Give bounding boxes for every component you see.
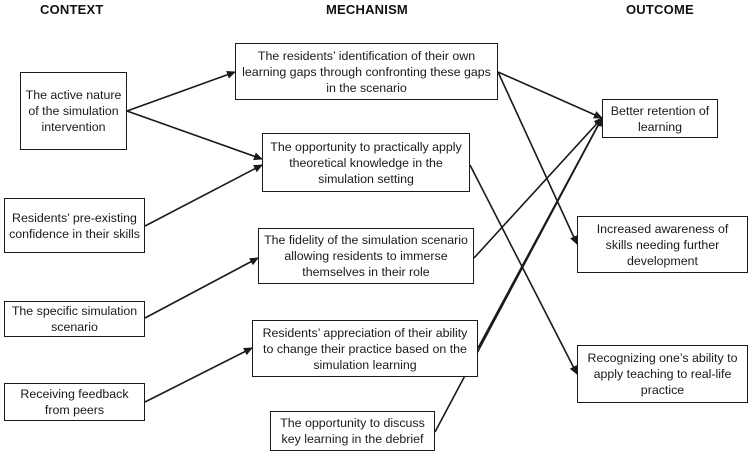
context-box-active-nature: The active nature of the simulation inte… [20,72,127,150]
mechanism-box-scenario-fidelity: The fidelity of the simulation scenario … [258,228,474,284]
outcome-box-retention: Better retention of learning [602,99,718,138]
context-box-preexisting-confidence: Residents’ pre-existing confidence in th… [4,198,145,253]
arrow-c3-m3 [144,257,259,319]
heading-context: CONTEXT [40,2,104,17]
mechanism-box-debrief: The opportunity to discuss key learning … [270,411,435,451]
arrow-c1-m2 [126,110,263,161]
arrow-m3-o1 [473,117,603,259]
mechanism-box-learning-gaps: The residents’ identification of their o… [235,43,498,100]
context-box-peer-feedback: Receiving feedback from peers [4,383,145,421]
heading-mechanism: MECHANISM [326,2,408,17]
mechanism-box-apply-knowledge: The opportunity to practically apply the… [262,133,470,192]
outcome-box-real-life-practice: Recognizing one’s ability to apply teach… [577,345,748,403]
arrow-c1-m1 [126,70,236,112]
mechanism-box-change-practice: Residents’ appreciation of their ability… [252,320,478,377]
arrow-m1-o2 [497,71,578,245]
arrow-c4-m4 [144,347,253,403]
arrow-m1-o1 [497,71,603,119]
outcome-box-awareness: Increased awareness of skills needing fu… [577,216,748,273]
arrow-m2-o3 [469,164,578,375]
heading-outcome: OUTCOME [626,2,694,17]
arrow-c2-m2 [144,164,263,227]
arrow-m5-o1 [434,117,603,433]
context-box-specific-scenario: The specific simulation scenario [4,301,145,337]
